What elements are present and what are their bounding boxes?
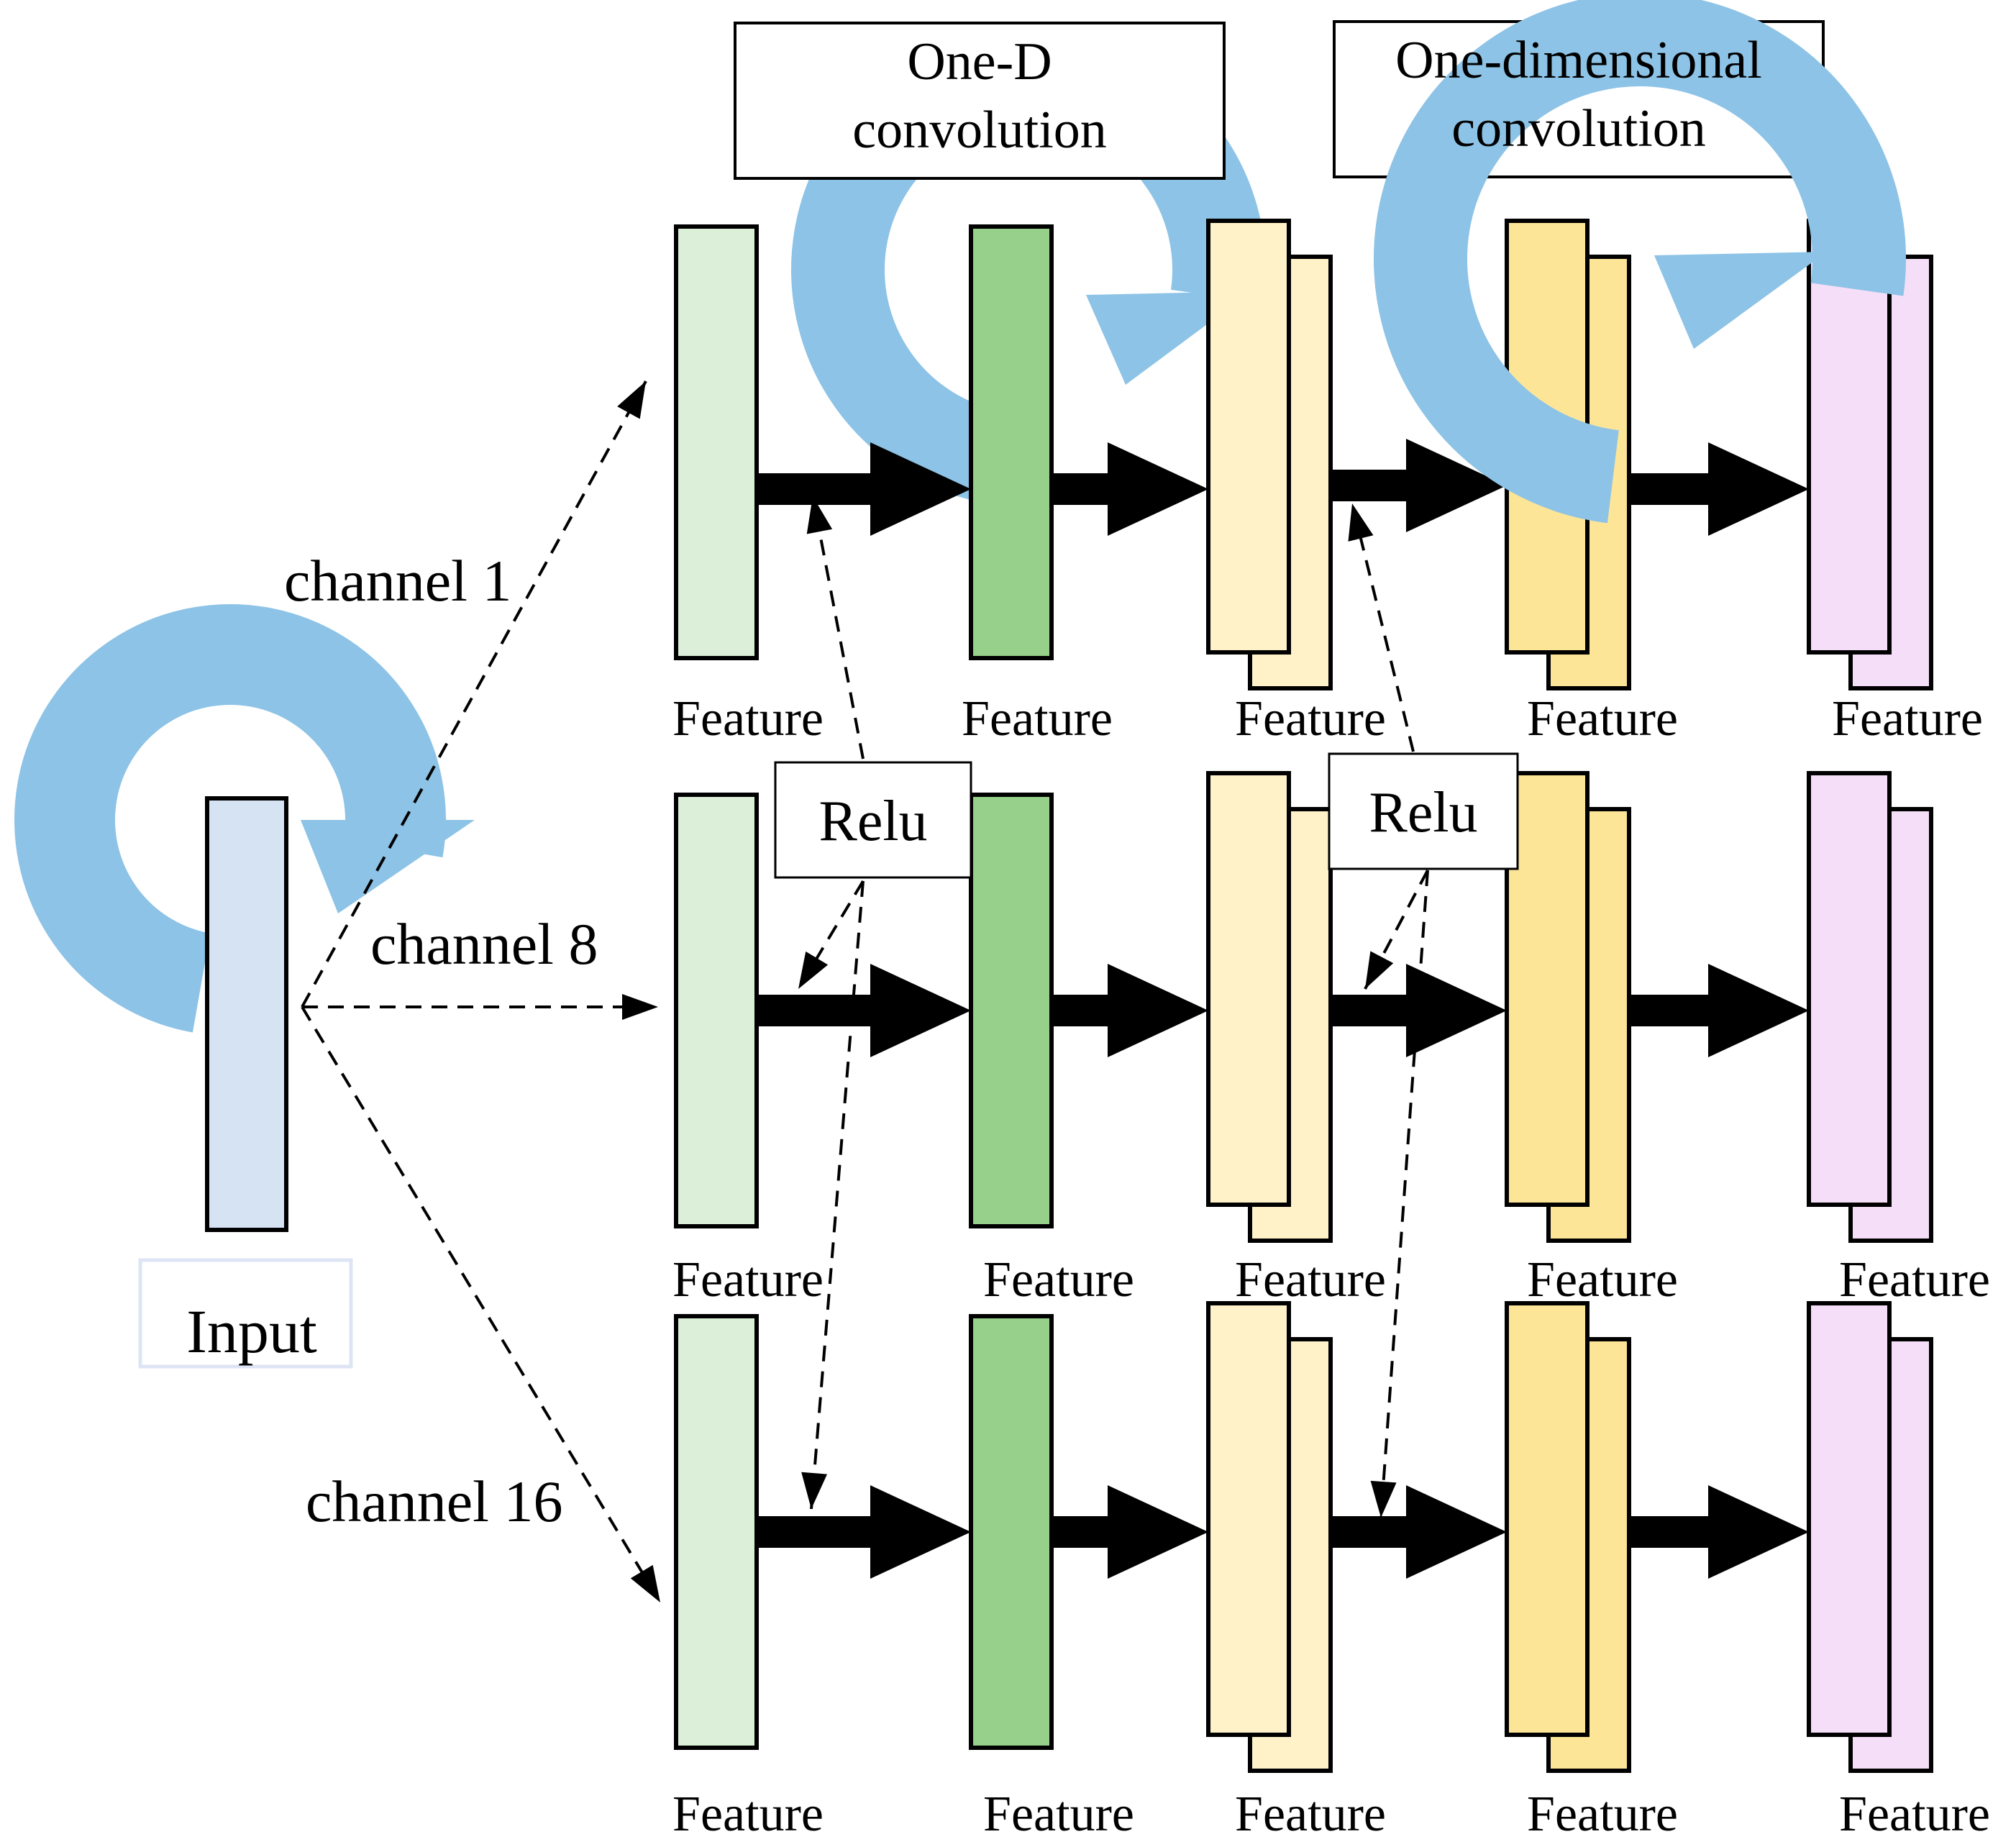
row1-feature-label-2: Feature <box>962 691 1113 747</box>
conv-box-1-line1: One-D <box>907 32 1052 91</box>
conv-box-2-line2: convolution <box>1451 99 1706 158</box>
row2-feature-label-1: Feature <box>672 1252 824 1308</box>
row2-flow-arrow-2 <box>1052 964 1208 1057</box>
row1-feature-label-1: Feature <box>672 691 824 747</box>
input-label-box <box>138 1258 353 1369</box>
curl-over-conv-2 <box>1374 0 1906 524</box>
row2-feature-label-2: Feature <box>983 1252 1134 1308</box>
relu-box-1 <box>774 761 972 879</box>
row3-flow-arrow-2 <box>1052 1485 1208 1579</box>
conv-box-2-line1: One-dimensional <box>1395 31 1762 90</box>
row3-stage1-block <box>674 1314 759 1750</box>
row3-feature-label-3: Feature <box>1235 1787 1386 1842</box>
relu-box-1-label: Relu <box>818 790 927 853</box>
row1-stage2-block <box>969 224 1054 660</box>
row3-feature-label-2: Feature <box>983 1787 1134 1842</box>
row3-stage2-block <box>969 1314 1054 1750</box>
relu-box-2 <box>1328 752 1519 870</box>
dashed-arrow-channel-16 <box>301 1005 662 1604</box>
row1-feature-label-5: Feature <box>1832 691 1983 747</box>
row3-feature-label-1: Feature <box>672 1787 824 1842</box>
dashed-arrow-channel-8 <box>302 994 658 1020</box>
row2-stage3-front-block <box>1206 771 1291 1207</box>
row3-stage3-front-block <box>1206 1301 1291 1737</box>
dashed-arrow-relu1-down <box>801 880 865 1510</box>
row2-stage1-block <box>674 793 759 1228</box>
curl-stage3-icon <box>1374 0 1906 524</box>
row2-stage5-front-block <box>1807 771 1892 1207</box>
row1-feature-label-3: Feature <box>1235 691 1386 747</box>
row1-stage3-front-block <box>1206 219 1291 655</box>
conv-box-1 <box>734 22 1226 180</box>
dashed-arrow-channel-1 <box>301 380 647 1008</box>
row2-flow-arrow-3 <box>1331 964 1507 1057</box>
dashed-arrows <box>301 380 1429 1604</box>
row3-flow-arrow-3 <box>1331 1485 1507 1579</box>
row3-flow-arrow-1 <box>757 1485 971 1579</box>
dashed-arrow-relu1-up <box>806 496 865 760</box>
dashed-arrow-relu2-down <box>1370 870 1429 1518</box>
channel-16-label: channel 16 <box>306 1469 562 1534</box>
input-label: Input <box>186 1297 317 1366</box>
row1-feature-label-4: Feature <box>1527 691 1678 747</box>
row1-flow-arrow-4 <box>1629 442 1809 536</box>
row2-stage2-block <box>969 793 1054 1228</box>
row2-feature-label-4: Feature <box>1527 1252 1678 1308</box>
row2-feature-label-5: Feature <box>1839 1252 1990 1308</box>
row3-stage5-front-block <box>1807 1301 1892 1737</box>
channel-1-label: channel 1 <box>284 548 511 614</box>
flow-arrows <box>757 439 1809 1579</box>
dashed-arrow-relu2-up <box>1348 503 1415 752</box>
dashed-arrow-relu2-mid <box>1364 870 1429 990</box>
row1-flow-arrow-3 <box>1331 439 1507 532</box>
row2-flow-arrow-4 <box>1629 964 1809 1057</box>
channel-8-label: channel 8 <box>370 911 598 977</box>
row1-flow-arrow-2 <box>1052 442 1208 536</box>
conv-box-1-line2: convolution <box>852 101 1107 160</box>
row2-stage4-front-block <box>1505 771 1589 1207</box>
row3-feature-label-5: Feature <box>1839 1787 1990 1842</box>
curl-input-icon <box>14 604 475 1033</box>
dashed-arrow-relu1-mid <box>797 880 865 990</box>
row3-flow-arrow-4 <box>1629 1485 1809 1579</box>
row3-stage4-front-block <box>1505 1301 1589 1737</box>
row1-stage1-block <box>674 224 759 660</box>
relu-box-2-label: Relu <box>1369 781 1477 844</box>
row2-flow-arrow-1 <box>757 964 971 1057</box>
input-block <box>205 796 288 1232</box>
row3-feature-label-4: Feature <box>1527 1787 1678 1842</box>
row2-feature-label-3: Feature <box>1235 1252 1386 1308</box>
feature-blocks <box>674 219 1933 1773</box>
